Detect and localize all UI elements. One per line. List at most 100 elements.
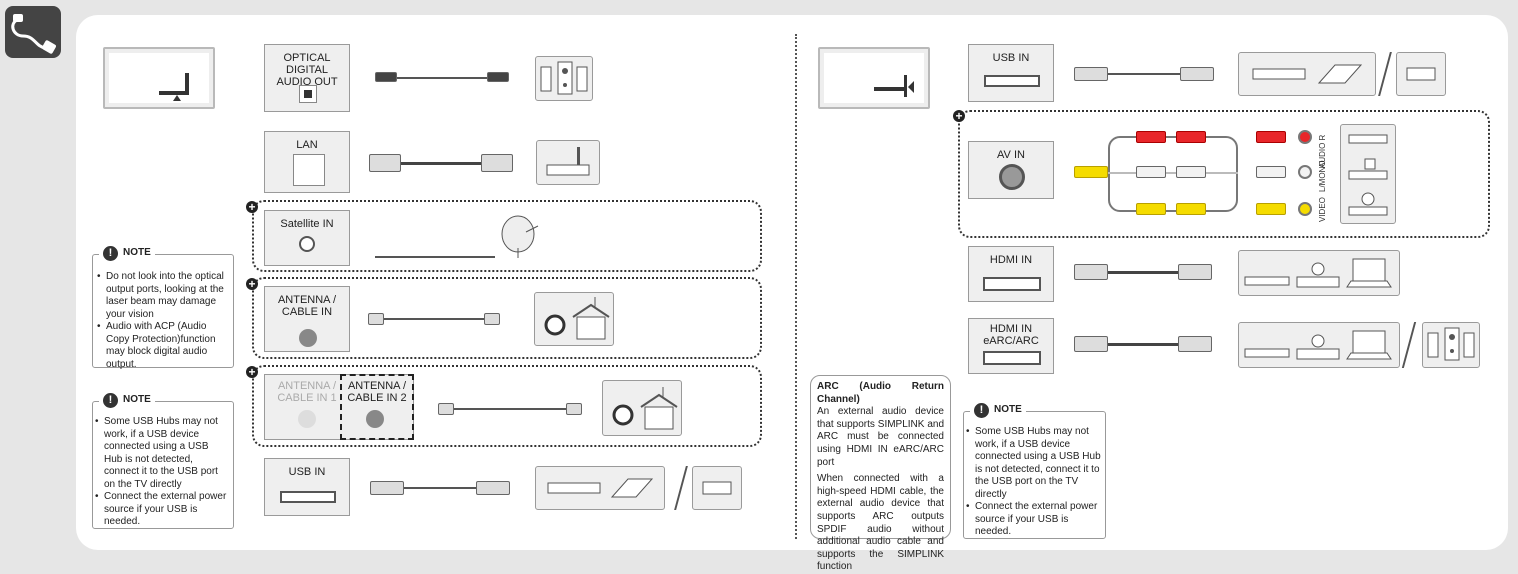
note-item: Connect the external power source if you… bbox=[964, 501, 1101, 539]
usb-drive-icon bbox=[692, 466, 742, 510]
speaker-icon bbox=[535, 56, 593, 101]
arc-paragraph-2: When connected with a high-speed HDMI ca… bbox=[817, 473, 944, 573]
rca-plug-yellow-3 bbox=[1256, 203, 1286, 215]
rca-plug-white-1 bbox=[1136, 166, 1166, 178]
cable-icon bbox=[5, 6, 61, 58]
hdmi-plug-right bbox=[1178, 264, 1212, 280]
usb-plug-left bbox=[1074, 67, 1108, 81]
av-group-box bbox=[958, 110, 1490, 238]
video-label: VIDEO bbox=[1318, 197, 1327, 222]
antenna-cable-in-port: ANTENNA / CABLE IN bbox=[264, 286, 350, 352]
rca-plug-red-3 bbox=[1256, 131, 1286, 143]
av-in-port: AV IN bbox=[968, 141, 1054, 199]
rca-jack-white-icon bbox=[1298, 165, 1312, 179]
antenna2-plug-right bbox=[566, 403, 582, 415]
note-header: ! NOTE bbox=[99, 393, 155, 408]
rca-jack-red-icon bbox=[1298, 130, 1312, 144]
note-box-optical: ! NOTE Do not look into the optical outpu… bbox=[92, 246, 234, 370]
router-icon bbox=[536, 140, 600, 185]
arc-title: ARC (Audio Return Channel) bbox=[817, 381, 944, 405]
antenna-cable bbox=[384, 318, 484, 320]
speaker-icon bbox=[1422, 322, 1480, 368]
lan-plug-left bbox=[369, 154, 401, 172]
warning-icon: ! bbox=[103, 393, 118, 408]
arc-paragraph-1: An external audio device that supports S… bbox=[817, 406, 944, 468]
rca-plug-white-3 bbox=[1256, 166, 1286, 178]
rca-plug-red-2 bbox=[1176, 131, 1206, 143]
note-header: ! NOTE bbox=[99, 246, 155, 261]
antenna2-cable bbox=[454, 408, 566, 410]
rca-plug-yellow-1 bbox=[1136, 203, 1166, 215]
usb-hub-icon bbox=[535, 466, 665, 510]
note-item: Connect the external power source if you… bbox=[93, 491, 229, 529]
av-port-label: AV IN bbox=[997, 149, 1025, 161]
hdmi-earc-cable bbox=[1108, 343, 1178, 346]
optical-port-label: OPTICAL DIGITAL AUDIO OUT bbox=[276, 52, 338, 88]
satellite-in-port: Satellite IN bbox=[264, 210, 350, 266]
antenna-port-label: ANTENNA / CABLE IN bbox=[277, 294, 337, 318]
hdmi-port-label: HDMI IN bbox=[989, 254, 1033, 266]
antenna-plug-right bbox=[484, 313, 500, 325]
rf-socket-icon bbox=[299, 329, 317, 347]
hdmi-earc-devices-icon bbox=[1238, 322, 1400, 368]
note-item: Do not look into the optical output port… bbox=[95, 271, 229, 321]
usb-plug-right bbox=[476, 481, 510, 495]
note-item: Some USB Hubs may not work, if a USB dev… bbox=[93, 416, 229, 491]
hdmi-earc-port: HDMI IN eARC/ARC bbox=[968, 318, 1054, 374]
rca-plug-red-1 bbox=[1136, 131, 1166, 143]
lan-cable bbox=[401, 162, 481, 165]
note-item: Some USB Hubs may not work, if a USB dev… bbox=[964, 426, 1101, 501]
hdmi-earc-port-label: HDMI IN eARC/ARC bbox=[983, 323, 1039, 347]
warning-icon: ! bbox=[974, 403, 989, 418]
usb-cable-right bbox=[1108, 73, 1180, 75]
hdmi-in-port: HDMI IN bbox=[968, 246, 1054, 302]
arc-info-box: ARC (Audio Return Channel) An external a… bbox=[810, 375, 951, 572]
plus-icon: + bbox=[953, 110, 965, 122]
usb-port-label: USB IN bbox=[288, 466, 326, 478]
rca-plug-white-2 bbox=[1176, 166, 1206, 178]
rca-plug-yellow-2 bbox=[1176, 203, 1206, 215]
house-antenna-icon bbox=[534, 292, 614, 346]
antenna2-plug-left bbox=[438, 403, 454, 415]
usb-in-port-right: USB IN bbox=[968, 44, 1054, 102]
plus-icon: + bbox=[246, 201, 258, 213]
note-box-usb-right: ! NOTE Some USB Hubs may not work, if a U… bbox=[963, 403, 1106, 539]
av-socket-icon bbox=[999, 164, 1025, 190]
optical-plug-right bbox=[487, 72, 509, 82]
antenna-group-box bbox=[252, 277, 762, 359]
center-divider bbox=[795, 34, 797, 539]
tv-icon bbox=[818, 47, 930, 109]
note-title: NOTE bbox=[123, 394, 151, 406]
tv-icon bbox=[103, 47, 215, 109]
usb-socket-icon bbox=[984, 75, 1040, 87]
av-devices-icon bbox=[1340, 124, 1396, 224]
house-antenna-icon bbox=[602, 380, 682, 436]
note-title: NOTE bbox=[994, 404, 1022, 416]
usb-port-label-right: USB IN bbox=[992, 52, 1030, 64]
ethernet-socket-icon bbox=[293, 154, 325, 186]
hdmi-earc-plug-right bbox=[1178, 336, 1212, 352]
satellite-group-box bbox=[252, 200, 762, 272]
optical-cable bbox=[397, 77, 487, 79]
usb-socket-icon bbox=[280, 491, 336, 503]
antenna2-highlight bbox=[340, 374, 414, 440]
hdmi-socket-icon bbox=[983, 277, 1041, 291]
lan-port: LAN bbox=[264, 131, 350, 193]
rca-white-cable bbox=[1108, 172, 1238, 174]
rca-split-cable bbox=[1108, 136, 1238, 212]
coax-socket-icon bbox=[299, 236, 315, 252]
optical-plug-left bbox=[375, 72, 397, 82]
lan-plug-right bbox=[481, 154, 513, 172]
optical-socket-icon bbox=[299, 85, 317, 103]
rf-socket-1-icon bbox=[298, 410, 316, 428]
note-title: NOTE bbox=[123, 247, 151, 259]
warning-icon: ! bbox=[103, 246, 118, 261]
usb-plug-left bbox=[370, 481, 404, 495]
antenna-dual-group-box bbox=[252, 365, 762, 447]
satellite-port-label: Satellite IN bbox=[280, 218, 334, 230]
hdmi-cable bbox=[1108, 271, 1178, 274]
antenna1-label: ANTENNA / CABLE IN 1 bbox=[277, 380, 337, 404]
lan-port-label: LAN bbox=[296, 139, 318, 151]
hdmi-devices-icon bbox=[1238, 250, 1400, 296]
usb-hub-icon bbox=[1238, 52, 1376, 96]
